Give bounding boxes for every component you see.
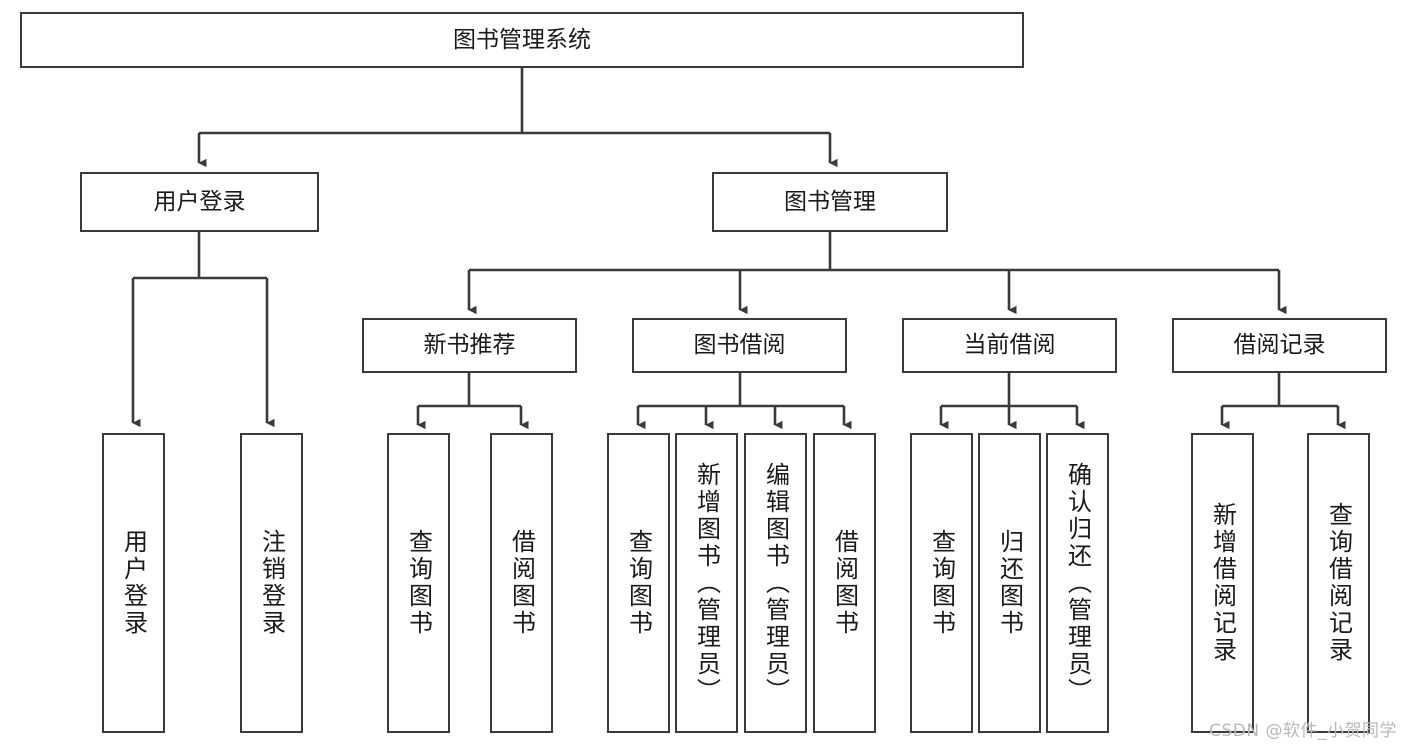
node-leaf-add-book-label: 新增图书（管理员）: [692, 461, 721, 705]
node-leaf-return-book[interactable]: 归还图书: [978, 433, 1041, 733]
node-new-book-recommend[interactable]: 新书推荐: [362, 318, 577, 373]
node-leaf-query-book-3-label: 查询图书: [927, 529, 956, 637]
node-new-book-recommend-label: 新书推荐: [423, 332, 516, 358]
node-root[interactable]: 图书管理系统: [20, 12, 1024, 68]
node-leaf-borrow-book-1[interactable]: 借阅图书: [490, 433, 553, 733]
node-leaf-logout[interactable]: 注销登录: [240, 433, 303, 733]
node-leaf-confirm-return[interactable]: 确认归还（管理员）: [1046, 433, 1109, 733]
node-user-login-label: 用户登录: [153, 188, 246, 215]
node-book-management[interactable]: 图书管理: [712, 172, 948, 232]
node-leaf-query-book-2[interactable]: 查询图书: [607, 433, 670, 733]
node-leaf-return-book-label: 归还图书: [995, 529, 1024, 637]
node-leaf-add-record[interactable]: 新增借阅记录: [1191, 433, 1254, 733]
node-leaf-user-login[interactable]: 用户登录: [102, 433, 165, 733]
node-leaf-add-book[interactable]: 新增图书（管理员）: [675, 433, 738, 733]
node-leaf-borrow-book-1-label: 借阅图书: [507, 529, 536, 637]
node-leaf-query-book-2-label: 查询图书: [624, 529, 653, 637]
node-leaf-user-login-label: 用户登录: [119, 529, 148, 637]
node-book-management-label: 图书管理: [784, 188, 876, 215]
node-current-borrow-label: 当前借阅: [963, 332, 1056, 358]
node-root-label: 图书管理系统: [453, 26, 591, 53]
node-leaf-edit-book[interactable]: 编辑图书（管理员）: [744, 433, 807, 733]
node-current-borrow[interactable]: 当前借阅: [902, 318, 1117, 373]
node-leaf-add-record-label: 新增借阅记录: [1208, 502, 1237, 664]
node-leaf-confirm-return-label: 确认归还（管理员）: [1063, 461, 1092, 705]
node-book-borrow-label: 图书借阅: [693, 332, 786, 358]
node-leaf-logout-label: 注销登录: [257, 529, 286, 637]
node-leaf-query-record[interactable]: 查询借阅记录: [1307, 433, 1370, 733]
csdn-watermark: CSDN @软件_小贺同学: [1209, 721, 1397, 741]
node-leaf-borrow-book-2[interactable]: 借阅图书: [813, 433, 876, 733]
node-leaf-query-book-1-label: 查询图书: [404, 529, 433, 637]
node-leaf-query-book-3[interactable]: 查询图书: [910, 433, 973, 733]
node-leaf-borrow-book-2-label: 借阅图书: [830, 529, 859, 637]
node-book-borrow[interactable]: 图书借阅: [632, 318, 847, 373]
node-borrow-record-label: 借阅记录: [1233, 332, 1326, 358]
node-leaf-query-book-1[interactable]: 查询图书: [387, 433, 450, 733]
node-borrow-record[interactable]: 借阅记录: [1172, 318, 1387, 373]
node-user-login[interactable]: 用户登录: [80, 172, 319, 232]
node-leaf-edit-book-label: 编辑图书（管理员）: [761, 461, 790, 705]
node-leaf-query-record-label: 查询借阅记录: [1324, 502, 1353, 664]
